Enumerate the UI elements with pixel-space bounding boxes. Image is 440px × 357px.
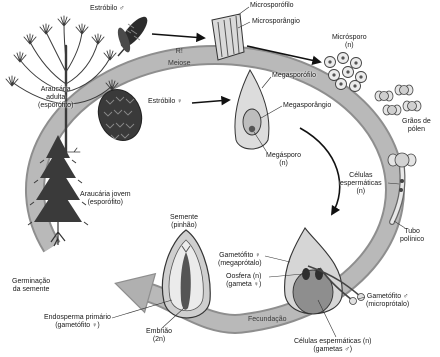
- label-embriao: Embrião (2n): [146, 328, 172, 344]
- label-line: Tubo: [400, 228, 424, 236]
- label-line: Meiose: [168, 60, 191, 68]
- label-line: Megásporo: [266, 152, 301, 160]
- label-line: Células: [340, 172, 382, 180]
- label-line: espermáticas: [340, 180, 382, 188]
- microspore-nucleus: [353, 84, 356, 87]
- label-line: (n): [340, 188, 382, 196]
- microspore-nucleus: [339, 82, 342, 85]
- label-line: (esporófito): [38, 102, 73, 110]
- label-line: Oosfera (n): [226, 273, 261, 281]
- label-line: Germinação: [12, 278, 50, 286]
- label-line: Megasporângio: [283, 102, 331, 110]
- label-oosfera: Oosfera (n) (gameta ♀): [226, 273, 261, 289]
- label-estrobilo-masculino: Estróbilo ♂: [90, 5, 124, 13]
- label-line: (esporófito): [80, 199, 131, 207]
- label-line: Embrião: [146, 328, 172, 336]
- label-megasporofilo: Megasporófilo: [272, 72, 316, 80]
- label-line: Gametófito ♂: [366, 293, 409, 301]
- label-microsporofilo: Microsporófilo: [250, 2, 294, 10]
- archegonium-oosphere: [302, 268, 310, 280]
- arrow-female-cone-to-megasporophyll: [192, 100, 229, 103]
- label-semente: Semente (pinhão): [170, 214, 198, 230]
- label-line: (gametas ♂): [294, 346, 371, 354]
- microspore-nucleus: [359, 75, 362, 78]
- label-line: Araucária: [38, 86, 73, 94]
- pollen-grains-illustration: [375, 85, 421, 115]
- label-line: polínico: [400, 236, 424, 244]
- label-line: (megaprótalo): [218, 260, 262, 268]
- pollen-body: [388, 106, 397, 115]
- pollen-grain-body: [395, 153, 409, 167]
- label-line: Semente: [170, 214, 198, 222]
- arrow-megasporophyll-to-ovule: [300, 128, 340, 214]
- label-line: Fecundação: [248, 316, 287, 324]
- pollen-grain: [383, 105, 401, 115]
- label-line: Grãos de: [402, 118, 431, 126]
- label-line: (gametófito ♀): [44, 322, 111, 330]
- arrow-male-cone-to-microsporophyll: [152, 34, 204, 38]
- label-line: Células espermáticas (n): [294, 338, 371, 346]
- pollen-grain: [375, 91, 393, 101]
- microsporophyll-illustration: [212, 7, 250, 60]
- pollen-body: [380, 92, 389, 101]
- label-line: R!: [168, 48, 191, 56]
- label-line: adulta: [38, 94, 73, 102]
- label-line: (n): [266, 160, 301, 168]
- label-fecundacao: Fecundação: [248, 316, 287, 324]
- label-line: (microprótalo): [366, 301, 409, 309]
- microspore-nucleus: [354, 61, 357, 64]
- label-line: Estróbilo ♂: [90, 5, 124, 13]
- pollen-grain: [403, 101, 421, 111]
- label-line: Megasporófilo: [272, 72, 316, 80]
- label-line: (n): [332, 42, 367, 50]
- sperm-cell: [399, 188, 403, 192]
- label-line: Gametófito ♀: [218, 252, 262, 260]
- male-strobilus-illustration: [115, 13, 151, 56]
- sperm-cell: [400, 179, 404, 183]
- label-line: da semente: [12, 286, 50, 294]
- megaspore: [249, 126, 255, 132]
- microspore-nucleus: [328, 60, 331, 63]
- label-line: Endosperma primário: [44, 314, 111, 322]
- label-line: pólen: [402, 126, 431, 134]
- label-araucaria-jovem: Araucária jovem (esporófito): [80, 191, 131, 207]
- label-germinacao: Germinação da semente: [12, 278, 50, 294]
- microspore-nucleus: [332, 73, 335, 76]
- label-line: Microsporófilo: [250, 2, 294, 10]
- seed-illustration: [112, 230, 210, 329]
- label-celulas-espermaticas-gametas: Células espermáticas (n) (gametas ♂): [294, 338, 371, 354]
- label-line: (pinhão): [170, 222, 198, 230]
- label-line: Araucária jovem: [80, 191, 131, 199]
- label-line: Estróbilo ♀: [148, 98, 182, 106]
- label-megasporo: Megásporo (n): [266, 152, 301, 168]
- label-line: (gameta ♀): [226, 281, 261, 289]
- pollen-body: [400, 86, 409, 95]
- label-araucaria-adulta: Araucária adulta (esporófito): [38, 86, 73, 110]
- microspore-nucleus: [341, 56, 344, 59]
- microspore-nucleus: [346, 70, 349, 73]
- label-megasporangio: Megasporângio: [283, 102, 331, 110]
- label-celulas-espermaticas-tubo: Células espermáticas (n): [340, 172, 382, 196]
- label-gametofito-feminino: Gametófito ♀ (megaprótalo): [218, 252, 262, 268]
- label-estrobilo-feminino: Estróbilo ♀: [148, 98, 182, 106]
- label-tubo-polinico: Tubo polínico: [400, 228, 424, 244]
- pollen-body: [408, 102, 417, 111]
- label-line: (2n): [146, 336, 172, 344]
- male-gametophyte-grain: [358, 294, 365, 301]
- label-line: Micrósporo: [332, 34, 367, 42]
- label-endosperma: Endosperma primário (gametófito ♀): [44, 314, 111, 330]
- label-graos-polen: Grãos de pólen: [402, 118, 431, 134]
- male-gametophyte-grain: [350, 298, 357, 305]
- label-gametofito-masculino: Gametófito ♂ (microprótalo): [366, 293, 409, 309]
- label-line: Microsporângio: [252, 18, 300, 26]
- label-meiose: R! Meiose: [168, 48, 191, 68]
- megasporophyll-illustration: [235, 70, 282, 154]
- pollen-grain: [395, 85, 413, 95]
- label-microsporangio: Microsporângio: [252, 18, 300, 26]
- label-microsporo: Micrósporo (n): [332, 34, 367, 50]
